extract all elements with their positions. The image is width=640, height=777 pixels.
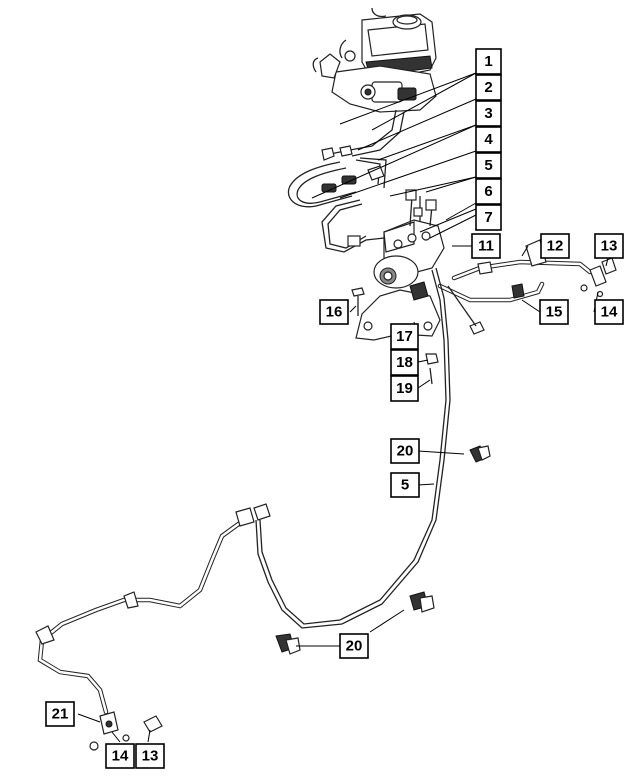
svg-text:3: 3 — [484, 105, 492, 122]
callout-16: 16 — [319, 299, 349, 325]
nut-18 — [425, 353, 439, 365]
stud-19 — [429, 367, 433, 385]
master-cylinder-assembly — [312, 7, 437, 113]
svg-text:13: 13 — [142, 748, 159, 765]
svg-text:18: 18 — [396, 354, 413, 371]
callout-15: 15 — [539, 299, 569, 325]
callout-14-right: 14 — [594, 299, 624, 325]
svg-text:21: 21 — [52, 706, 69, 723]
callout-21: 21 — [45, 701, 75, 727]
svg-text:14: 14 — [112, 748, 129, 765]
bolt-16 — [351, 287, 365, 316]
upper-brake-lines — [287, 109, 405, 208]
clip-20-upper — [469, 445, 491, 463]
svg-text:14: 14 — [601, 304, 618, 321]
svg-text:17: 17 — [396, 328, 413, 345]
svg-text:16: 16 — [326, 304, 343, 321]
callout-1: 1 — [475, 48, 502, 75]
clip-20-lower — [275, 591, 435, 655]
svg-text:20: 20 — [346, 638, 363, 655]
callout-5-lower: 5 — [390, 472, 420, 498]
svg-text:11: 11 — [478, 238, 494, 255]
callout-4: 4 — [475, 126, 502, 153]
callout-18: 18 — [390, 349, 419, 376]
callout-19: 19 — [390, 375, 419, 402]
svg-text:1: 1 — [484, 53, 492, 70]
svg-text:13: 13 — [601, 238, 618, 255]
svg-text:5: 5 — [484, 157, 492, 174]
svg-text:12: 12 — [547, 238, 564, 255]
right-brake-hose — [437, 239, 617, 335]
callout-13-right: 13 — [594, 233, 624, 259]
callout-13-lower: 13 — [135, 743, 165, 769]
callout-11: 11 — [471, 233, 501, 259]
callout-5: 5 — [475, 152, 502, 179]
callout-12: 12 — [540, 233, 570, 259]
svg-text:5: 5 — [401, 477, 409, 494]
svg-text:20: 20 — [397, 443, 414, 460]
module-left-line — [321, 199, 385, 253]
leader-lines — [77, 72, 609, 743]
callout-17: 17 — [390, 323, 419, 350]
svg-text:6: 6 — [484, 183, 492, 200]
callout-7: 7 — [475, 204, 502, 231]
svg-text:2: 2 — [484, 79, 492, 96]
svg-text:19: 19 — [396, 380, 413, 397]
callout-20-upper: 20 — [390, 438, 420, 464]
callout-6: 6 — [475, 178, 502, 205]
callout-3: 3 — [475, 100, 502, 127]
callout-20-lower: 20 — [339, 633, 369, 659]
abs-module — [355, 189, 445, 341]
lower-left-hose — [35, 507, 255, 751]
svg-text:15: 15 — [546, 304, 563, 321]
svg-text:7: 7 — [484, 209, 492, 226]
main-line-5 — [253, 267, 451, 629]
callout-2: 2 — [475, 74, 502, 101]
callout-14-lower: 14 — [105, 743, 135, 769]
svg-text:4: 4 — [484, 131, 493, 148]
